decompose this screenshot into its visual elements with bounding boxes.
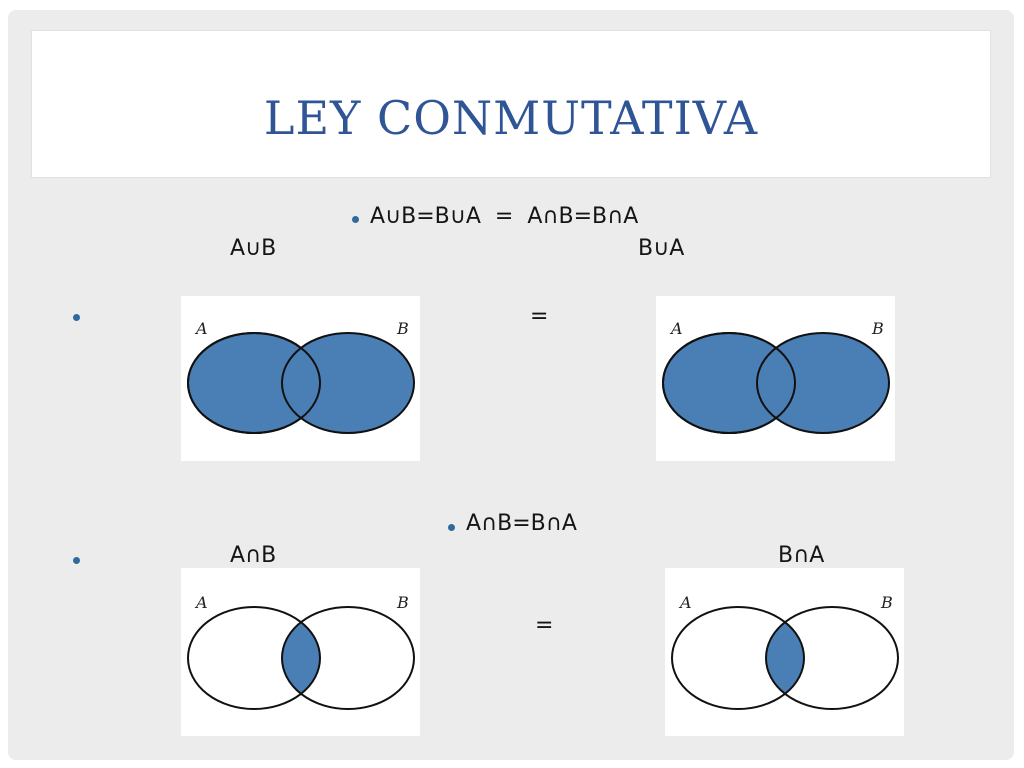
venn-union-b-a: A B bbox=[656, 296, 895, 461]
intersection-heading: A∩B=B∩A bbox=[466, 511, 577, 536]
bullet bbox=[352, 216, 359, 223]
venn-intersection-b-a: A B bbox=[665, 568, 904, 736]
formula-line: A∪B=B∪A = A∩B=B∩A bbox=[370, 204, 639, 229]
union-right-label: B∪A bbox=[638, 236, 685, 261]
title-band: LEY CONMUTATIVA bbox=[32, 31, 990, 177]
bullet bbox=[448, 524, 455, 531]
intersection-equals: = bbox=[535, 613, 554, 638]
svg-text:B: B bbox=[396, 593, 409, 612]
venn-union-a-b: A B bbox=[181, 296, 420, 461]
svg-text:A: A bbox=[678, 593, 692, 612]
svg-text:A: A bbox=[194, 593, 208, 612]
union-left-label: A∪B bbox=[230, 236, 277, 261]
bullet bbox=[73, 557, 80, 564]
slide-title: LEY CONMUTATIVA bbox=[263, 91, 759, 145]
intersection-right-label: B∩A bbox=[778, 543, 825, 568]
svg-text:A: A bbox=[669, 319, 683, 338]
union-equals: = bbox=[530, 304, 549, 329]
svg-text:A: A bbox=[194, 319, 208, 338]
svg-text:B: B bbox=[880, 593, 893, 612]
svg-text:B: B bbox=[871, 319, 884, 338]
intersection-left-label: A∩B bbox=[230, 543, 277, 568]
slide: LEY CONMUTATIVA A∪B=B∪A = A∩B=B∩A A∪B B∪… bbox=[8, 10, 1014, 760]
svg-text:B: B bbox=[396, 319, 409, 338]
venn-intersection-a-b: A B bbox=[181, 568, 420, 736]
bullet bbox=[73, 314, 80, 321]
